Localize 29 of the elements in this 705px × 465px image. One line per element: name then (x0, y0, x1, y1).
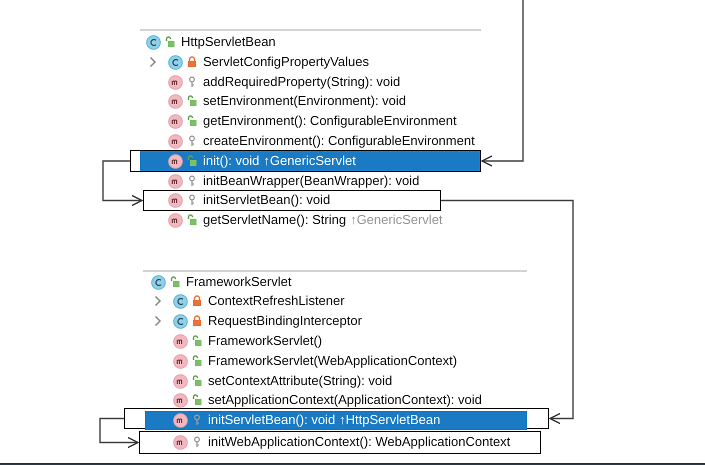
highlight-outline-box (139, 431, 541, 454)
highlight-outline-box (143, 190, 441, 211)
method-signature: initServletBean(): void (208, 411, 336, 429)
method-signature: FrameworkServlet() (208, 332, 322, 350)
inner-class-name: ContextRefreshListener (208, 292, 345, 310)
override-source-text: ↑GenericServlet (350, 211, 443, 229)
class-name: FrameworkServlet (186, 273, 292, 291)
method-signature: initServletBean(): void (203, 191, 330, 209)
class-name: HttpServletBean (181, 33, 276, 51)
method-signature: FrameworkServlet(WebApplicationContext) (208, 352, 458, 370)
method-signature: initWebApplicationContext(): WebApplicationContext (208, 433, 510, 451)
override-source-text: ↑GenericServlet (263, 152, 356, 170)
connector-arrow (441, 200, 574, 424)
method-signature: getEnvironment(): ConfigurableEnvironment (203, 112, 457, 130)
method-signature: initBeanWrapper(BeanWrapper): void (203, 172, 420, 190)
method-signature: setApplicationContext(ApplicationContext): void (208, 391, 482, 409)
highlight-outline-box (124, 408, 549, 429)
connector-arrow (99, 418, 139, 448)
method-signature: createEnvironment(): ConfigurableEnvironment (203, 132, 475, 150)
inner-class-name: ServletConfigPropertyValues (203, 53, 369, 71)
override-source-text: ↑HttpServletBean (339, 411, 440, 429)
inner-class-name: RequestBindingInterceptor (208, 312, 362, 330)
connector-arrow (102, 160, 143, 206)
method-signature: addRequiredProperty(String): void (203, 73, 400, 91)
method-signature: init(): void (203, 152, 260, 170)
connector-arrow (481, 0, 524, 167)
method-signature: setEnvironment(Environment): void (203, 92, 406, 110)
method-signature: getServletName(): String (203, 211, 346, 229)
method-signature: setContextAttribute(String): void (208, 372, 392, 390)
